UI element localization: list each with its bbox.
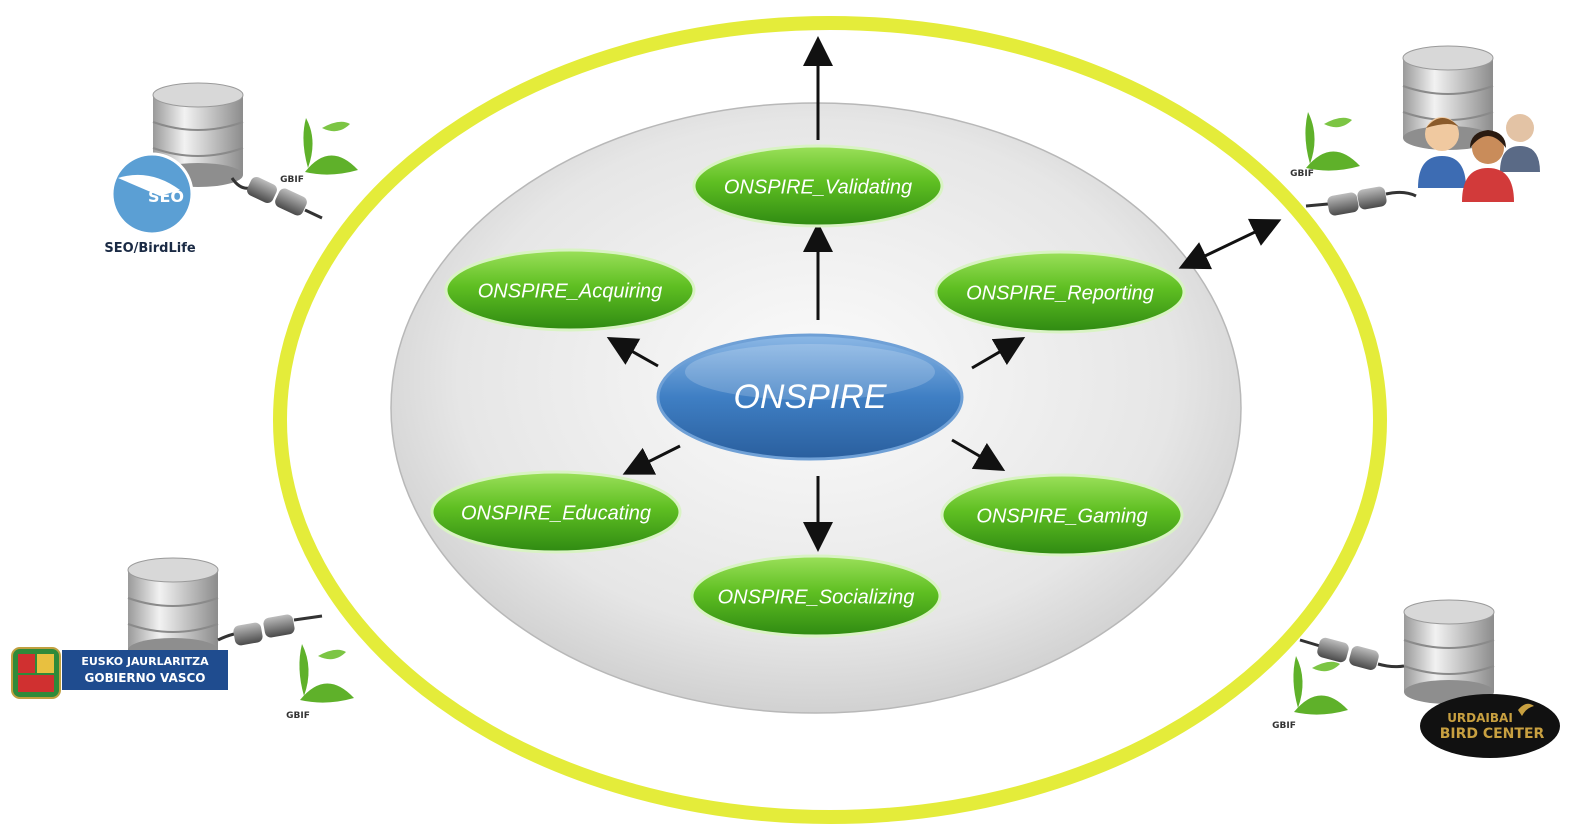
source-users: GBIF: [1290, 45, 1540, 216]
gbif-leaf-icon: GBIF: [286, 644, 354, 721]
urdaibai-logo: URDAIBAI BIRD CENTER: [1420, 694, 1560, 758]
seo-caption: SEO/BirdLife: [104, 241, 196, 256]
arrow-hub-gaming: [951, 438, 1006, 472]
basque-line1: EUSKO JAURLARITZA: [81, 655, 209, 668]
hub-label: ONSPIRE: [733, 378, 886, 416]
seo-logo-text: SEO: [148, 187, 184, 206]
seo-logo: SEO: [110, 152, 194, 236]
hub-arrows: [606, 222, 1026, 552]
plug-icon: [1305, 186, 1417, 216]
module-acquiring: ONSPIRE_Acquiring: [444, 248, 696, 332]
gbif-leaf-icon: GBIF: [1290, 112, 1360, 179]
arrow-reporting-users: [1178, 218, 1282, 270]
plug-icon: [230, 176, 323, 220]
module-validating: ONSPIRE_Validating: [692, 144, 944, 228]
hub-node: ONSPIRE: [656, 333, 964, 461]
plug-icon: [217, 614, 323, 646]
urdaibai-line1: URDAIBAI: [1447, 711, 1513, 725]
gbif-leaf-icon: GBIF: [1272, 656, 1348, 731]
gbif-leaf-icon: GBIF: [280, 118, 358, 185]
module-educating: ONSPIRE_Educating: [430, 470, 682, 554]
basque-government-logo: EUSKO JAURLARITZA GOBIERNO VASCO: [11, 647, 228, 699]
gbif-label: GBIF: [280, 175, 304, 185]
module-label: ONSPIRE_Acquiring: [478, 280, 663, 302]
module-gaming: ONSPIRE_Gaming: [940, 473, 1184, 557]
source-basque-government: EUSKO JAURLARITZA GOBIERNO VASCO GBIF: [11, 557, 354, 721]
database-icon: [1402, 45, 1494, 150]
module-label: ONSPIRE_Socializing: [718, 586, 915, 608]
module-reporting: ONSPIRE_Reporting: [934, 250, 1186, 334]
urdaibai-line2: BIRD CENTER: [1440, 726, 1545, 742]
gbif-label: GBIF: [1272, 721, 1296, 731]
module-label: ONSPIRE_Educating: [461, 502, 651, 524]
gbif-label: GBIF: [1290, 169, 1314, 179]
source-seo-birdlife: SEO SEO/BirdLife GBIF: [104, 82, 358, 256]
database-icon: [127, 557, 219, 662]
source-urdaibai-bird-center: URDAIBAI BIRD CENTER GBIF: [1272, 599, 1560, 758]
module-label: ONSPIRE_Gaming: [976, 505, 1147, 527]
module-socializing: ONSPIRE_Socializing: [690, 554, 942, 638]
users-icon: [1418, 114, 1540, 202]
database-icon: [1403, 599, 1495, 704]
plug-icon: [1299, 637, 1405, 670]
arrow-hub-acquiring: [606, 337, 659, 368]
arrow-hub-educating: [622, 444, 681, 475]
module-label: ONSPIRE_Reporting: [966, 282, 1154, 304]
outer-ring: [273, 16, 1387, 824]
module-label: ONSPIRE_Validating: [724, 176, 912, 198]
basque-line2: GOBIERNO VASCO: [85, 671, 206, 685]
arrow-hub-reporting: [971, 336, 1026, 370]
gbif-label: GBIF: [286, 711, 310, 721]
